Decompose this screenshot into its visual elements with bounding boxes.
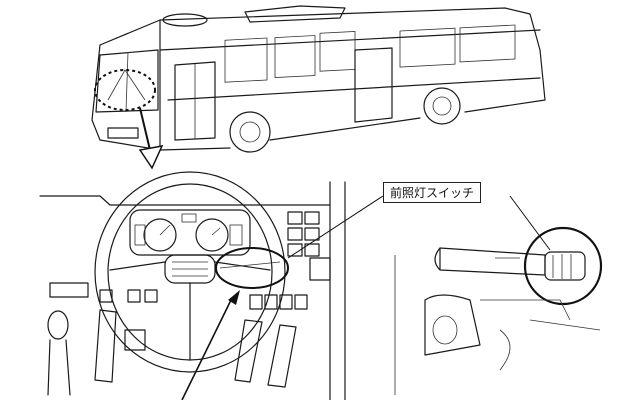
- dashboard-illustration: [39, 171, 346, 400]
- dashboard-top-edge: [39, 195, 331, 206]
- steering-wheel: [94, 171, 286, 373]
- headlight-switch-label: 前照灯スイッチ: [383, 182, 482, 203]
- bus-roof-ac: [244, 5, 346, 23]
- clutch-pedal: [94, 309, 117, 383]
- bus-windshield: [95, 49, 159, 113]
- zoom-arrow: [138, 107, 164, 170]
- combination-switch-stalk: [439, 247, 546, 276]
- pointer-line-down: [181, 297, 233, 400]
- bus-side-rear: [464, 49, 546, 113]
- callout-leaders: [287, 195, 551, 259]
- left-vent: [49, 282, 89, 298]
- speedometer-gauge: [143, 218, 177, 252]
- bus-roof-hatch: [162, 13, 208, 27]
- bus-illustration: [91, 5, 546, 153]
- brake-pedal: [124, 329, 146, 351]
- bus-roof: [99, 7, 541, 51]
- bus-side-bottom: [269, 117, 421, 141]
- switch-panel-right: [287, 211, 331, 281]
- accelerator-pedal: [234, 319, 263, 383]
- switch-knob: [544, 251, 586, 281]
- switch-detail-illustration: [394, 226, 603, 395]
- switch-detail-circle: [523, 226, 603, 306]
- bus-window-bottom-line: [167, 77, 541, 101]
- bus-front-door: [174, 61, 216, 141]
- pedals: [94, 309, 297, 388]
- instrument-cluster: [129, 209, 251, 256]
- bus-highlight-circle: [94, 69, 156, 111]
- left-console: [47, 282, 158, 396]
- bus-middle-door: [354, 47, 393, 123]
- gear-lever: [47, 310, 69, 340]
- tachometer-gauge: [195, 218, 229, 252]
- steering-column: [424, 294, 481, 356]
- switch-highlight-circle: [215, 247, 289, 289]
- bus-rear-wheel: [423, 87, 461, 125]
- bus-front-wheel: [229, 111, 271, 153]
- bus-window-top-line: [159, 29, 541, 51]
- switch-panel-lower: [249, 294, 308, 310]
- bus-front-face: [91, 44, 161, 151]
- bus-license-plate: [107, 127, 139, 139]
